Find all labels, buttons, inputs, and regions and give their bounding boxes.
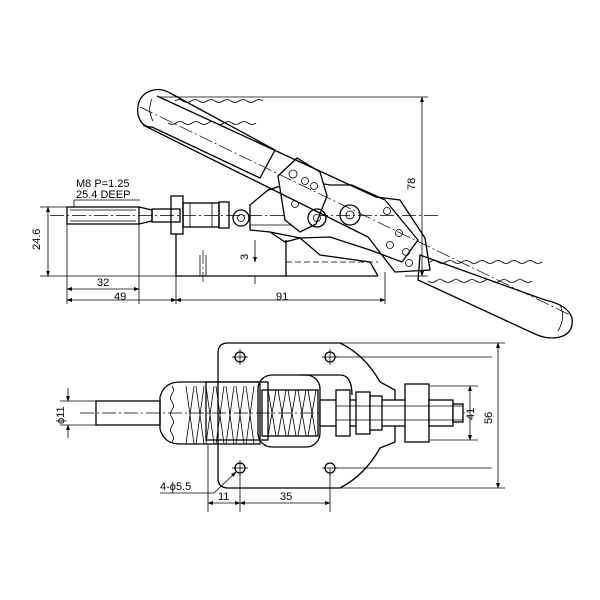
dim-phi11: ϕ11 (55, 406, 67, 424)
dim-mounting-holes: 4-ϕ5.5 (160, 481, 191, 493)
dim-32: 32 (97, 277, 109, 289)
dim-3: 3 (239, 254, 251, 260)
handle-grip-upper (137, 88, 276, 179)
thread-note-line1: M8 P=1.25 (76, 178, 130, 190)
base-plate (175, 234, 378, 282)
dim-49: 49 (114, 291, 126, 303)
handle-grip-lower (417, 254, 573, 339)
top-spring (159, 381, 319, 445)
dim-24-6: 24.6 (31, 229, 43, 250)
top-view: ϕ11 4-ϕ5.5 11 35 41 56 (55, 342, 505, 512)
dim-91: 91 (276, 291, 288, 303)
side-view: M8 P=1.25 25.4 DEEP 24.6 3 32 49 (31, 88, 573, 339)
dim-41: 41 (465, 408, 477, 420)
thread-note-line2: 25.4 DEEP (76, 189, 130, 201)
dim-78: 78 (406, 178, 418, 190)
plunger-rod (50, 206, 440, 225)
dim-56: 56 (483, 412, 495, 424)
dim-11: 11 (218, 491, 229, 503)
side-dimensions: M8 P=1.25 25.4 DEEP 24.6 3 32 49 (31, 96, 428, 304)
top-linkage (319, 383, 464, 443)
dim-35: 35 (280, 491, 292, 503)
pivot-link (277, 157, 361, 233)
top-dimensions: ϕ11 4-ϕ5.5 11 35 41 56 (55, 342, 505, 512)
guide-housing (170, 195, 250, 235)
handle-arm (139, 95, 571, 316)
